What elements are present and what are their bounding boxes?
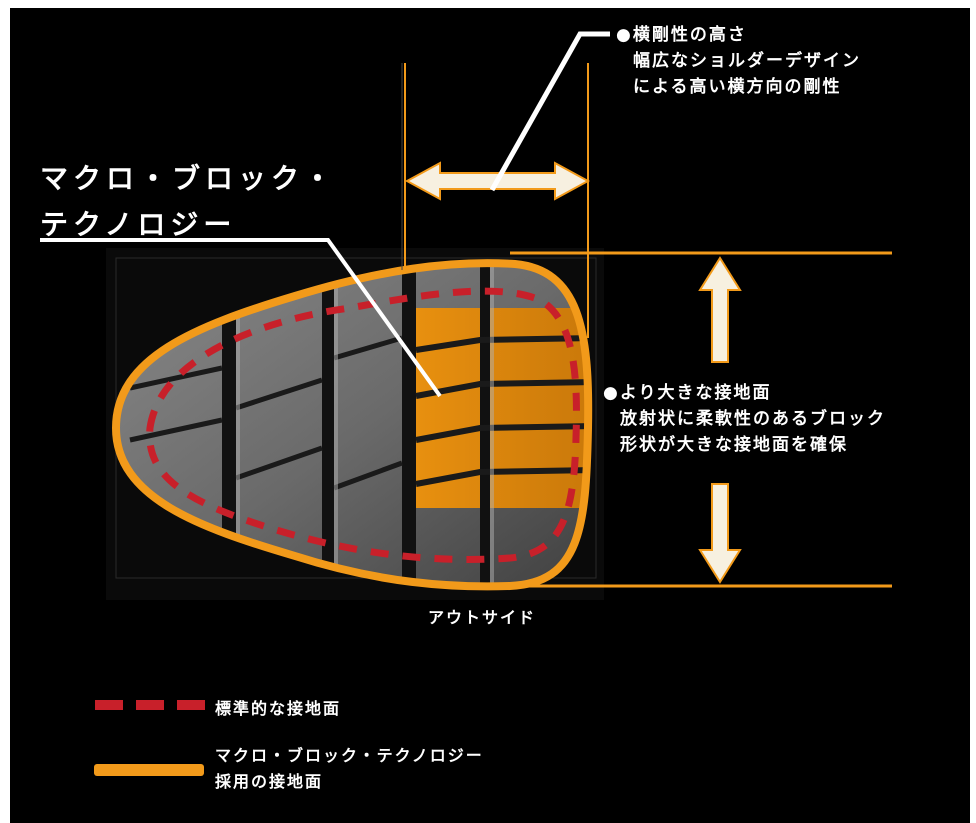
contact-arrow-bottom <box>698 483 742 584</box>
leader-line-title <box>40 238 442 398</box>
outside-label: アウトサイド <box>428 608 537 627</box>
legend-swatch-solid <box>94 764 204 776</box>
legend-label-standard: 標準的な接地面 <box>215 699 342 718</box>
annotation-line: 放射状に柔軟性のあるブロック <box>620 409 886 429</box>
annotation-line: 幅広なショルダーデザイン <box>633 51 861 71</box>
annotation-heading: より大きな接地面 <box>619 383 772 403</box>
annotation-line: 形状が大きな接地面を確保 <box>620 435 848 455</box>
legend-swatch-dashed <box>95 700 205 710</box>
macro-block-title: マクロ・ブロック・ テクノロジー <box>40 156 336 248</box>
annotation-heading: 横剛性の高さ <box>632 25 747 45</box>
annotation-lateral-rigidity: ●横剛性の高さ 幅広なショルダーデザイン による高い横方向の剛性 <box>616 22 861 100</box>
annotation-contact-area: ●より大きな接地面 放射状に柔軟性のあるブロック 形状が大きな接地面を確保 <box>603 380 886 458</box>
title-line-1: マクロ・ブロック・ <box>40 162 337 195</box>
legend-label-line-1: マクロ・ブロック・テクノロジー <box>215 746 484 765</box>
bullet-icon: ● <box>603 383 620 403</box>
diagram-stage: マクロ・ブロック・ テクノロジー ●横剛性の高さ 幅広なショルダーデザイン によ… <box>10 8 970 823</box>
contact-arrow-top <box>698 256 742 363</box>
tire-contact-diagram <box>40 31 892 776</box>
standard-footprint-outline <box>146 287 580 563</box>
macro-block-footprint-outline <box>111 259 593 591</box>
title-line-2: テクノロジー <box>40 208 237 241</box>
bullet-icon: ● <box>616 25 633 45</box>
annotation-line: による高い横方向の剛性 <box>633 77 842 97</box>
legend-label-line-2: 採用の接地面 <box>215 772 324 791</box>
legend-label-macro-block: マクロ・ブロック・テクノロジー 採用の接地面 <box>215 743 484 795</box>
leader-line-top <box>489 31 610 192</box>
